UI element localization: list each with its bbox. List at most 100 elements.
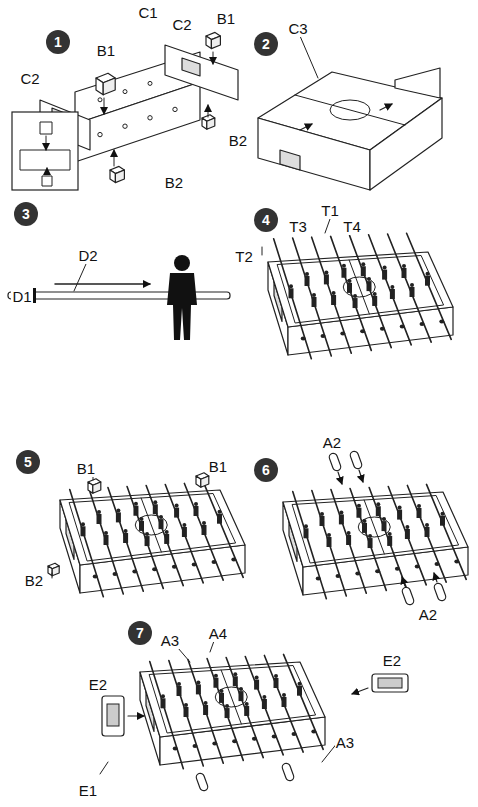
player-figure bbox=[347, 283, 352, 293]
player-figure bbox=[425, 527, 430, 537]
part-label: A2 bbox=[418, 606, 438, 623]
guide-arrow bbox=[338, 472, 342, 484]
part-label: E2 bbox=[88, 676, 108, 693]
part-label: T1 bbox=[320, 202, 340, 219]
player-rod bbox=[331, 236, 372, 350]
rod-handle bbox=[433, 582, 447, 602]
player-figure bbox=[194, 506, 199, 516]
rod-hole bbox=[123, 124, 127, 128]
panel-detail bbox=[20, 150, 70, 170]
guide-arrow bbox=[380, 104, 392, 110]
rod-handle bbox=[349, 450, 363, 470]
part-label: E2 bbox=[382, 652, 402, 669]
player-figure bbox=[133, 506, 138, 516]
player-figure bbox=[239, 691, 244, 701]
guide-arrow bbox=[46, 136, 47, 150]
guide-arrow bbox=[402, 577, 405, 586]
goal-box bbox=[102, 696, 124, 736]
player-figure bbox=[312, 297, 317, 307]
player-figure bbox=[441, 512, 445, 516]
person-silhouette bbox=[167, 273, 197, 340]
centre-line bbox=[349, 260, 369, 314]
player-figure bbox=[425, 276, 430, 286]
player-figure bbox=[382, 270, 387, 280]
step-number-text: 7 bbox=[136, 625, 144, 641]
guide-arrow bbox=[55, 283, 150, 285]
player-figure bbox=[104, 535, 109, 545]
guide-arrow bbox=[300, 124, 312, 130]
player-figure bbox=[134, 502, 138, 506]
rod-hole bbox=[148, 116, 152, 120]
corner-block bbox=[115, 170, 124, 183]
player-rod bbox=[369, 235, 412, 345]
player-figure bbox=[97, 514, 102, 524]
leader-line bbox=[52, 573, 53, 578]
guide-arrow bbox=[434, 573, 437, 582]
part-label: C3 bbox=[287, 20, 308, 37]
player-figure bbox=[203, 705, 208, 715]
guide-arrow bbox=[359, 470, 363, 482]
player-rod bbox=[127, 487, 163, 589]
player-rod bbox=[274, 239, 312, 359]
guide-arrow bbox=[213, 52, 214, 64]
player-figure bbox=[262, 695, 266, 699]
rod-hole bbox=[173, 107, 177, 111]
player-figure bbox=[357, 504, 361, 508]
leader-line bbox=[210, 641, 214, 652]
player-figure bbox=[320, 512, 324, 516]
player-figure bbox=[382, 517, 386, 521]
goal-box bbox=[372, 674, 408, 692]
player-rod bbox=[284, 654, 324, 749]
player-figure bbox=[233, 672, 237, 676]
part-label: T4 bbox=[342, 218, 362, 235]
player-figure bbox=[363, 519, 367, 523]
corner-block bbox=[211, 36, 220, 49]
player-figure bbox=[397, 510, 402, 520]
player-figure bbox=[217, 514, 222, 524]
block-detail bbox=[40, 122, 52, 134]
player-figure bbox=[239, 687, 243, 691]
corner-block bbox=[88, 482, 93, 493]
step-number: 6 bbox=[254, 458, 278, 482]
part-label: A3 bbox=[160, 632, 180, 649]
player-figure bbox=[339, 510, 343, 514]
player-figure bbox=[402, 268, 407, 278]
player-rod bbox=[184, 483, 223, 580]
player-figure bbox=[220, 689, 224, 693]
player-rod bbox=[89, 489, 123, 594]
player-figure bbox=[81, 526, 86, 536]
part-label: E1 bbox=[78, 782, 98, 799]
player-figure bbox=[425, 523, 429, 527]
player-figure bbox=[368, 534, 372, 538]
player-figure bbox=[282, 697, 287, 707]
part-label: B2 bbox=[24, 572, 44, 589]
player-figure bbox=[202, 521, 206, 525]
player-figure bbox=[289, 284, 293, 288]
goal-window bbox=[280, 150, 300, 170]
corner-block bbox=[196, 476, 201, 487]
leader-line bbox=[325, 219, 330, 233]
corner-block bbox=[110, 170, 115, 183]
player-figure bbox=[204, 701, 208, 705]
player-figure bbox=[214, 674, 218, 678]
player-figure bbox=[341, 268, 346, 278]
player-figure bbox=[274, 674, 278, 678]
player-figure bbox=[282, 693, 286, 697]
player-figure bbox=[145, 536, 150, 546]
player-figure bbox=[304, 524, 308, 528]
player-figure bbox=[194, 502, 198, 506]
player-figure bbox=[116, 508, 120, 512]
part-label: D1 bbox=[11, 288, 32, 305]
step-number-text: 3 bbox=[22, 206, 30, 222]
player-figure bbox=[440, 516, 445, 526]
player-rod bbox=[264, 655, 303, 752]
player-rod bbox=[293, 492, 327, 599]
player-figure bbox=[140, 517, 144, 521]
person-silhouette bbox=[174, 255, 190, 271]
rod-handle bbox=[328, 452, 342, 472]
part-label: D2 bbox=[77, 247, 98, 264]
rod-hole bbox=[148, 81, 152, 85]
player-figure bbox=[361, 262, 365, 266]
